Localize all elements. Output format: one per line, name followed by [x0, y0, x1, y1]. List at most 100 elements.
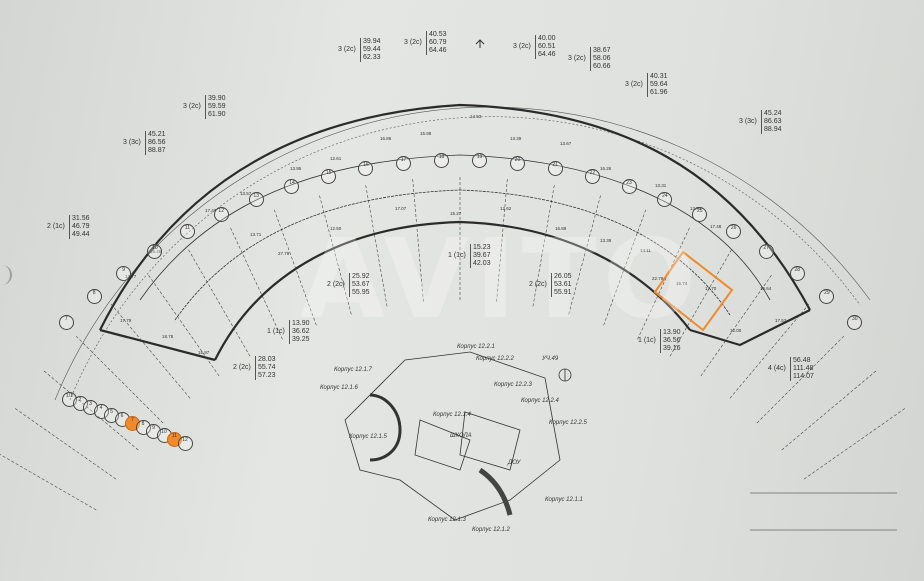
- grid-line: [318, 193, 352, 315]
- svg-text:16.89: 16.89: [555, 226, 567, 231]
- svg-text:22.79: 22.79: [652, 276, 664, 281]
- grid-line: [187, 247, 251, 357]
- school-label: ШКОЛА: [450, 433, 472, 439]
- axis-marker: 12: [177, 436, 193, 451]
- axis-marker: 13: [248, 191, 264, 207]
- svg-text:17.53: 17.53: [775, 318, 787, 323]
- svg-text:12.00: 12.00: [730, 328, 742, 333]
- grid-line: [496, 177, 508, 302]
- axis-marker: 14: [284, 178, 300, 194]
- svg-text:17.48: 17.48: [710, 224, 722, 229]
- axis-marker: 10: [147, 243, 163, 259]
- svg-text:12.50: 12.50: [330, 226, 342, 231]
- axis-marker: 21: [547, 161, 563, 177]
- building-label: Корпус 12.2.4: [521, 398, 559, 404]
- svg-text:13.57: 13.57: [240, 191, 252, 196]
- building-label: Корпус 12.2.1: [457, 344, 495, 350]
- axis-marker: 23: [621, 178, 637, 194]
- svg-text:15.64: 15.64: [760, 286, 772, 291]
- watermark: AVITO: [300, 215, 703, 343]
- building-outer-wall: [99, 103, 811, 331]
- svg-text:17.47: 17.47: [205, 208, 217, 213]
- kindergarten-label: ДОУ: [508, 460, 521, 466]
- grid-line: [603, 207, 647, 326]
- grid-line: [532, 183, 555, 307]
- grid-line: [803, 407, 907, 480]
- grid-line: [365, 183, 388, 307]
- dimension-arc-outer2: [69, 116, 861, 401]
- grid-line: [756, 334, 846, 424]
- grid-line: [0, 454, 97, 511]
- svg-text:12.61: 12.61: [330, 156, 342, 161]
- building-label: Корпус 12.1.1: [545, 497, 583, 503]
- building-end-right: [689, 309, 811, 347]
- svg-text:13.71: 13.71: [250, 232, 262, 237]
- axis-marker: 17: [396, 155, 412, 171]
- highlighted-apartment: [653, 250, 734, 332]
- grid-line: [781, 369, 878, 451]
- axis-marker: 12: [213, 206, 229, 222]
- axis-marker: 19: [472, 153, 488, 169]
- grid-line: [637, 225, 691, 340]
- building-label: Корпус 12.1.4: [433, 412, 471, 418]
- axis-marker: 30: [847, 315, 863, 331]
- svg-text:17.70: 17.70: [705, 286, 717, 291]
- svg-text:27.79: 27.79: [278, 251, 290, 256]
- grid-line: [568, 193, 602, 315]
- axis-marker: 28: [789, 265, 805, 281]
- grid-line: [273, 207, 317, 326]
- grid-line: [229, 225, 283, 340]
- svg-text:15.97: 15.97: [198, 350, 210, 355]
- svg-text:14.93: 14.93: [470, 114, 482, 119]
- axis-marker: 7: [58, 315, 74, 331]
- building-label: Корпус 12.2.5: [549, 420, 587, 426]
- binder-hole: [0, 265, 12, 285]
- axis-marker: 27: [758, 243, 774, 259]
- svg-text:15.74: 15.74: [676, 281, 688, 286]
- svg-text:15.98: 15.98: [420, 131, 432, 136]
- axis-marker: 29: [819, 289, 835, 305]
- axis-marker: 16: [358, 161, 374, 177]
- grid-line: [729, 302, 811, 399]
- building-label: Корпус 12.1.6: [320, 385, 358, 391]
- axis-marker: 8: [86, 289, 102, 305]
- svg-text:12.62: 12.62: [500, 206, 512, 211]
- building-label: Корпус 12.1.7: [334, 367, 372, 373]
- building-label: Корпус 12.1.3: [428, 517, 466, 523]
- svg-text:18.78: 18.78: [162, 334, 174, 339]
- building-label: Корпус 12.2.2: [476, 356, 514, 362]
- svg-text:13.67: 13.67: [560, 141, 572, 146]
- axis-marker: 25: [692, 206, 708, 222]
- plot-label: УЧ.49: [542, 356, 559, 362]
- axis-marker: 15: [321, 168, 337, 184]
- site-plan: [344, 351, 572, 521]
- axis-marker: 11: [179, 224, 195, 240]
- grid-line: [147, 273, 220, 377]
- svg-text:13.39: 13.39: [600, 238, 612, 243]
- grid-line: [109, 302, 191, 399]
- grid-line: [700, 273, 773, 377]
- svg-text:16.86: 16.86: [380, 136, 392, 141]
- building-label: Корпус 12.1.2: [472, 527, 510, 533]
- svg-text:14.11: 14.11: [640, 248, 651, 253]
- svg-text:13.77: 13.77: [125, 274, 137, 279]
- svg-text:13.31: 13.31: [655, 183, 667, 188]
- svg-text:16.26: 16.26: [600, 166, 612, 171]
- building-label: Корпус 12.1.5: [349, 434, 387, 440]
- axis-marker: 20: [509, 155, 525, 171]
- axis-marker: 9: [116, 265, 132, 281]
- svg-text:17.07: 17.07: [395, 206, 407, 211]
- grid-line: [13, 407, 117, 480]
- grid-line: [669, 247, 733, 357]
- axis-marker: 26: [726, 224, 742, 240]
- svg-text:15.27: 15.27: [450, 211, 462, 216]
- svg-text:13.39: 13.39: [510, 136, 522, 141]
- grid-line: [74, 334, 164, 424]
- axis-marker: 18: [433, 153, 449, 169]
- svg-text:13.95: 13.95: [290, 166, 302, 171]
- building-end-left: [99, 328, 216, 362]
- svg-text:17.79: 17.79: [120, 318, 132, 323]
- axis-marker: 24: [657, 191, 673, 207]
